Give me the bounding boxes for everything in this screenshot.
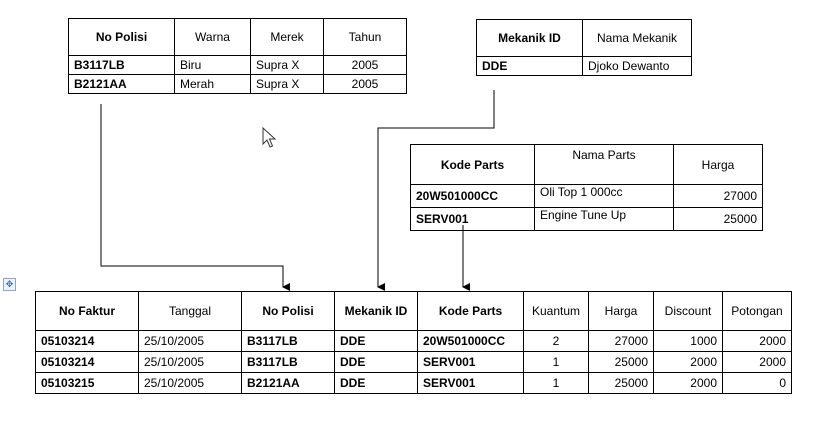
cell: SERV001 [417, 372, 524, 394]
cell: 05103214 [35, 351, 139, 373]
table-row: B2121AA Merah Supra X 2005 [68, 74, 407, 94]
cell: 0 [722, 372, 792, 394]
cell: B2121AA [68, 74, 175, 94]
cell: 05103215 [35, 372, 139, 394]
cell: B3117LB [241, 351, 335, 373]
header-mekanik-id: Mekanik ID [476, 19, 583, 57]
table-row: DDE Djoko Dewanto [476, 56, 692, 76]
cell: 25000 [588, 372, 654, 394]
header-warna: Warna [174, 18, 251, 56]
table-row: 05103214 25/10/2005 B3117LB DDE SERV001 … [35, 351, 792, 373]
cell: 25/10/2005 [138, 372, 242, 394]
cell: Oli Top 1 000cc [534, 184, 674, 208]
cell: 25000 [588, 351, 654, 373]
header-no-polisi: No Polisi [241, 291, 335, 331]
cell: SERV001 [417, 351, 524, 373]
cell: 20W501000CC [410, 184, 535, 208]
parts-table: Kode Parts Nama Parts Harga 20W501000CC … [410, 144, 763, 231]
table-header-row: No Polisi Warna Merek Tahun [68, 18, 407, 56]
move-handle-icon[interactable]: ✥ [3, 278, 16, 291]
mechanic-table: Mekanik ID Nama Mekanik DDE Djoko Dewant… [476, 19, 692, 76]
invoice-table: No Faktur Tanggal No Polisi Mekanik ID K… [35, 291, 792, 394]
arrow-mechanic-to-invoice [377, 90, 495, 291]
cell: DDE [476, 56, 583, 76]
cell: B2121AA [241, 372, 335, 394]
header-no-polisi: No Polisi [68, 18, 175, 56]
header-tahun: Tahun [323, 18, 407, 56]
cell: 25/10/2005 [138, 351, 242, 373]
table-header-row: No Faktur Tanggal No Polisi Mekanik ID K… [35, 291, 792, 331]
vehicle-table: No Polisi Warna Merek Tahun B3117LB Biru… [68, 18, 407, 94]
mouse-pointer-icon [262, 127, 277, 148]
header-discount: Discount [653, 291, 723, 331]
cell: Engine Tune Up [534, 207, 674, 231]
cell: 1000 [653, 330, 723, 352]
cell: DDE [334, 372, 418, 394]
table-row: 05103215 25/10/2005 B2121AA DDE SERV001 … [35, 372, 792, 394]
cell: B3117LB [241, 330, 335, 352]
header-kuantum: Kuantum [523, 291, 589, 331]
header-nama-parts: Nama Parts [534, 144, 674, 185]
cell: 2005 [323, 74, 407, 94]
cell: Merah [174, 74, 251, 94]
cell: 25000 [673, 207, 763, 231]
arrow-vehicle-to-invoice [100, 104, 290, 291]
table-row: 20W501000CC Oli Top 1 000cc 27000 [410, 184, 763, 208]
header-harga: Harga [673, 144, 763, 185]
cell: 2000 [653, 351, 723, 373]
header-mekanik-id: Mekanik ID [334, 291, 418, 331]
header-harga: Harga [588, 291, 654, 331]
cell: Supra X [250, 55, 324, 75]
cell: Djoko Dewanto [582, 56, 692, 76]
header-no-faktur: No Faktur [35, 291, 139, 331]
cell: Supra X [250, 74, 324, 94]
table-row: SERV001 Engine Tune Up 25000 [410, 207, 763, 231]
cell: 20W501000CC [417, 330, 524, 352]
cell: 2000 [653, 372, 723, 394]
